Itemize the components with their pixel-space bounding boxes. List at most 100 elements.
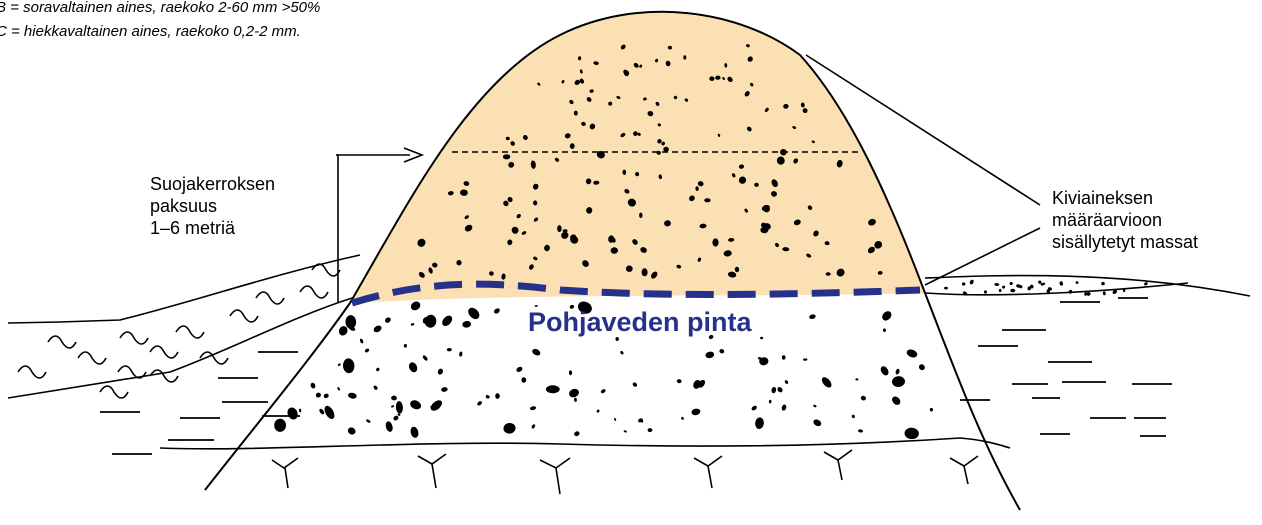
pebble xyxy=(600,388,606,394)
pebble xyxy=(719,348,725,354)
pebble xyxy=(676,379,681,384)
pebble xyxy=(999,289,1002,292)
pebble xyxy=(860,395,867,401)
wave-mark xyxy=(230,310,258,322)
pebble xyxy=(466,306,482,322)
wave-mark xyxy=(18,366,46,378)
pebble xyxy=(372,324,382,334)
wave-mark xyxy=(48,336,76,348)
pebble xyxy=(906,348,919,359)
pebble xyxy=(310,382,316,389)
pebble xyxy=(323,393,330,399)
pebble xyxy=(385,420,394,432)
pebble xyxy=(274,419,286,432)
pebble xyxy=(495,393,500,399)
pebble xyxy=(880,309,893,322)
wave-mark xyxy=(150,346,178,358)
pebble xyxy=(1010,288,1015,292)
pebble xyxy=(647,428,652,432)
pebble xyxy=(568,387,581,399)
pebble xyxy=(366,419,371,424)
pebble xyxy=(755,417,765,430)
pebble xyxy=(476,400,482,406)
wave-mark xyxy=(100,386,128,398)
pebble xyxy=(462,320,472,328)
pebble xyxy=(299,409,301,413)
pebble xyxy=(760,337,763,340)
pebble xyxy=(782,355,786,359)
pebble xyxy=(286,406,300,421)
pebble xyxy=(485,394,490,399)
right-label-line-3: sisällytetyt massat xyxy=(1052,232,1198,252)
pebble xyxy=(891,376,905,388)
pebble xyxy=(364,348,370,353)
pebble xyxy=(557,225,561,232)
pebble xyxy=(346,426,356,436)
pebble xyxy=(858,429,863,433)
wave-mark xyxy=(120,332,148,344)
pebble xyxy=(347,392,357,400)
pebble xyxy=(776,386,783,393)
pebble xyxy=(409,399,423,411)
left-label-line-1: Suojakerroksen xyxy=(150,174,275,194)
pebble xyxy=(429,398,444,413)
pebble xyxy=(1009,281,1013,285)
pebble xyxy=(781,404,787,411)
pebble xyxy=(493,307,501,315)
pebble xyxy=(962,291,968,297)
bedrock-surface-line xyxy=(160,438,1010,449)
pebble xyxy=(391,405,395,408)
pebble xyxy=(692,379,702,390)
pebble xyxy=(447,348,452,351)
bedrock-tick-marks xyxy=(272,450,978,494)
pebble xyxy=(503,422,516,434)
pebble xyxy=(410,323,414,326)
pebble xyxy=(1059,281,1064,286)
pebble xyxy=(820,376,833,390)
pebble xyxy=(1101,282,1105,286)
pebble xyxy=(1068,289,1073,294)
pebble xyxy=(642,268,648,276)
pebble xyxy=(422,355,429,362)
pebble xyxy=(918,363,926,371)
pebble xyxy=(812,418,822,427)
pebble xyxy=(751,405,758,412)
pebble xyxy=(994,283,999,286)
pebble xyxy=(904,427,919,440)
pebble xyxy=(373,385,378,391)
left-label-line-3: 1–6 metriä xyxy=(150,218,236,238)
wave-mark xyxy=(176,326,204,338)
pebble xyxy=(1103,291,1106,295)
pebble xyxy=(437,368,444,376)
pebble xyxy=(623,430,627,433)
pebble xyxy=(404,344,408,348)
pebble xyxy=(620,350,625,355)
pebble xyxy=(691,408,701,416)
pebble xyxy=(345,315,356,329)
pebble xyxy=(315,392,322,399)
pebble xyxy=(359,338,364,344)
left-label-line-2: paksuus xyxy=(150,196,217,216)
wave-mark xyxy=(300,286,328,298)
pebble xyxy=(596,409,600,413)
pebble xyxy=(712,238,718,246)
wave-mark xyxy=(78,352,106,364)
pebble xyxy=(855,378,858,380)
pebble xyxy=(883,328,887,332)
pebble xyxy=(546,385,560,393)
pebble xyxy=(895,368,900,375)
pebble xyxy=(984,290,987,293)
pebble xyxy=(809,314,816,320)
pebble xyxy=(615,337,619,342)
pebble xyxy=(391,395,397,400)
pebble xyxy=(573,430,580,436)
pebble xyxy=(771,387,777,394)
pebble xyxy=(944,287,948,290)
pebble xyxy=(803,358,807,360)
pebble xyxy=(424,314,437,328)
pebble xyxy=(407,361,419,374)
pebble xyxy=(384,316,392,324)
pebble xyxy=(395,401,403,414)
pebble xyxy=(409,426,419,439)
